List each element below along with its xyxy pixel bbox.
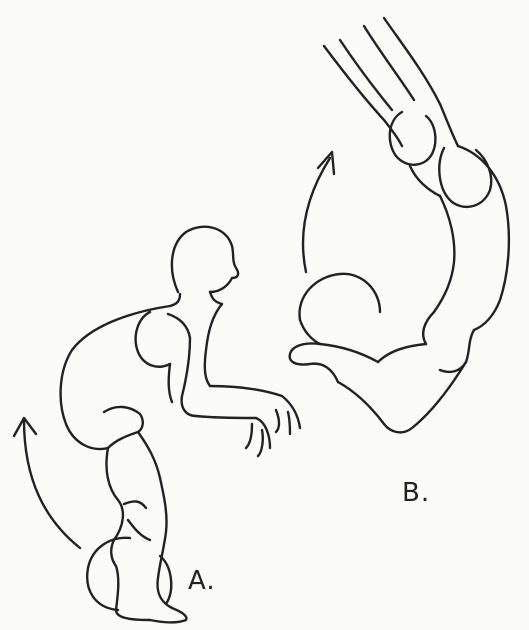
ball-b [299,274,380,320]
figure-b [290,18,509,432]
hand-a-right [276,396,300,434]
head-a [172,227,238,292]
ball-a [87,538,130,610]
motion-arrow-a [24,420,80,548]
leg-b [378,344,426,362]
figure-a-label: A. [188,566,216,596]
leg-a-rear [106,448,150,620]
figure-b-label: B. [402,478,430,508]
motion-arrow-b [303,158,330,272]
hand-a-left [246,418,270,456]
torso-b [458,146,509,330]
torso-a [61,306,170,449]
figure-a [14,227,300,623]
